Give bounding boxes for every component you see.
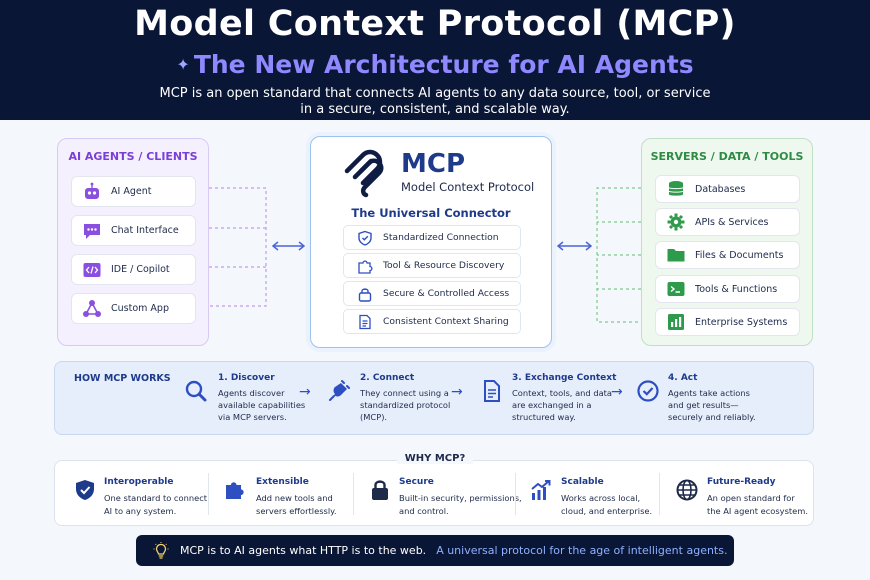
server-card-apis-services[interactable]: APIs & Services: [655, 208, 800, 236]
shield-icon: [356, 229, 374, 247]
why-mcp-panel: Interoperable One standard to connect AI…: [54, 460, 814, 526]
why-2-desc: Add new tools and servers effortlessly.: [256, 493, 337, 516]
header-banner: Model Context Protocol (MCP) ✦The New Ar…: [0, 0, 870, 120]
arrow-right-icon: →: [299, 384, 311, 400]
client-label: AI Agent: [111, 186, 152, 197]
feature-label: Consistent Context Sharing: [383, 316, 509, 327]
feature-standardized-connection: Standardized Connection: [343, 225, 521, 250]
lightbulb-icon: [152, 541, 170, 560]
why-mcp-title: WHY MCP?: [0, 453, 870, 464]
server-card-enterprise-systems[interactable]: Enterprise Systems: [655, 308, 800, 336]
divider: [353, 473, 354, 515]
why-3-title: Secure: [399, 477, 434, 487]
plug-icon: [326, 378, 352, 404]
chat-icon: [81, 220, 103, 242]
how-title: HOW MCP WORKS: [74, 373, 171, 384]
description-line-1: MCP is an open standard that connects AI…: [159, 86, 711, 101]
page-title: Model Context Protocol (MCP): [134, 4, 736, 44]
arrow-right-icon: →: [611, 384, 623, 400]
step-1-title: 1. Discover: [218, 373, 275, 383]
step-4-title: 4. Act: [668, 373, 698, 383]
why-mcp-title-text: WHY MCP?: [396, 453, 474, 464]
divider: [208, 473, 209, 515]
feature-label: Standardized Connection: [383, 232, 499, 243]
client-label: Chat Interface: [111, 225, 179, 236]
subtitle-row: ✦The New Architecture for AI Agents: [0, 50, 870, 79]
folder-icon: [665, 244, 687, 266]
why-1-title: Interoperable: [104, 477, 174, 487]
puzzle-icon: [222, 477, 248, 503]
divider: [515, 473, 516, 515]
client-card-ide-copilot[interactable]: IDE / Copilot: [71, 254, 196, 285]
step-3-title: 3. Exchange Context: [512, 373, 617, 383]
trend-up-icon: [528, 477, 554, 503]
mcp-name: MCP: [401, 149, 466, 179]
document-exchange-icon: [479, 378, 505, 404]
client-label: Custom App: [111, 303, 169, 314]
client-card-ai-agent[interactable]: AI Agent: [71, 176, 196, 207]
why-4-desc: Works across local, cloud, and enterpris…: [561, 493, 653, 516]
step-1-desc: Agents discover available capabilities v…: [218, 388, 306, 422]
clients-panel: AI AGENTS / CLIENTS AI Agent Chat Interf…: [57, 138, 209, 346]
lock-icon: [356, 285, 374, 303]
bar-chart-icon: [665, 311, 687, 333]
globe-icon: [674, 477, 700, 503]
why-5-title: Future-Ready: [707, 477, 776, 487]
feature-secure-access: Secure & Controlled Access: [343, 281, 521, 306]
step-2-title: 2. Connect: [360, 373, 415, 383]
lock-icon: [367, 477, 393, 503]
gear-icon: [665, 211, 687, 233]
network-icon: [81, 298, 103, 320]
client-card-chat-interface[interactable]: Chat Interface: [71, 215, 196, 246]
step-2-desc: They connect using a standardized protoc…: [360, 388, 451, 422]
feature-label: Tool & Resource Discovery: [383, 260, 505, 271]
feature-tool-discovery: Tool & Resource Discovery: [343, 253, 521, 278]
server-label: Databases: [695, 183, 746, 195]
feature-label: Secure & Controlled Access: [383, 288, 510, 299]
server-card-tools-functions[interactable]: Tools & Functions: [655, 275, 800, 303]
server-label: Tools & Functions: [695, 283, 778, 295]
mcp-panel: MCP Model Context Protocol The Universal…: [310, 136, 552, 348]
clients-panel-title: AI AGENTS / CLIENTS: [68, 150, 198, 163]
server-label: APIs & Services: [695, 216, 769, 228]
server-label: Files & Documents: [695, 249, 784, 261]
divider: [659, 473, 660, 515]
code-icon: [81, 259, 103, 281]
client-card-custom-app[interactable]: Custom App: [71, 293, 196, 324]
terminal-icon: [665, 278, 687, 300]
mcp-logo-icon: [341, 147, 393, 203]
robot-icon: [81, 181, 103, 203]
search-icon: [183, 378, 209, 404]
why-4-title: Scalable: [561, 477, 604, 487]
document-icon: [356, 313, 374, 331]
sparkle-icon: ✦: [176, 55, 190, 74]
why-3-desc: Built-in security, permissions, and cont…: [399, 493, 522, 516]
server-label: Enterprise Systems: [695, 316, 788, 328]
step-3-desc: Context, tools, and data are exchanged i…: [512, 388, 613, 422]
check-circle-icon: [635, 378, 661, 404]
client-label: IDE / Copilot: [111, 264, 170, 275]
shield-check-icon: [72, 477, 98, 503]
why-2-title: Extensible: [256, 477, 309, 487]
mcp-tagline: The Universal Connector: [351, 206, 511, 220]
server-card-files-documents[interactable]: Files & Documents: [655, 241, 800, 269]
puzzle-icon: [356, 257, 374, 275]
how-mcp-works-panel: HOW MCP WORKS 1. Discover Agents discove…: [54, 361, 814, 435]
why-1-desc: One standard to connect AI to any system…: [104, 493, 208, 516]
feature-context-sharing: Consistent Context Sharing: [343, 309, 521, 334]
why-5-desc: An open standard for the AI agent ecosys…: [707, 493, 808, 516]
arrow-right-icon: →: [451, 384, 463, 400]
servers-panel-title: SERVERS / DATA / TOOLS: [650, 150, 804, 163]
database-icon: [665, 178, 687, 200]
server-card-databases[interactable]: Databases: [655, 175, 800, 203]
servers-panel: SERVERS / DATA / TOOLS Databases APIs & …: [641, 138, 813, 346]
step-4-desc: Agents take actions and get results— sec…: [668, 388, 756, 422]
footer-banner: MCP is to AI agents what HTTP is to the …: [136, 535, 734, 566]
page-subtitle: The New Architecture for AI Agents: [193, 50, 694, 79]
page-description: MCP is an open standard that connects AI…: [0, 86, 870, 118]
footer-tagline: A universal protocol for the age of inte…: [436, 544, 728, 557]
mcp-full-name: Model Context Protocol: [401, 180, 535, 194]
description-line-2: in a secure, consistent, and scalable wa…: [300, 102, 570, 117]
footer-statement: MCP is to AI agents what HTTP is to the …: [180, 544, 427, 557]
